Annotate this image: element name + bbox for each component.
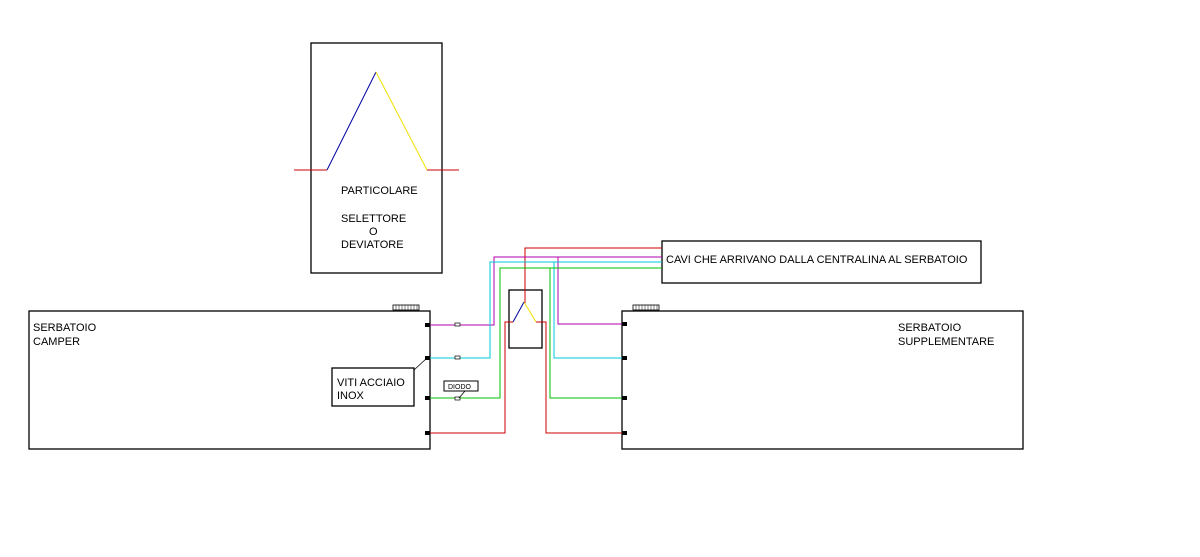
tank-right-line2: SUPPLEMENTARE bbox=[898, 336, 994, 348]
switch-yellow-arm bbox=[523, 301, 537, 323]
inline-connector-2 bbox=[454, 355, 461, 360]
inline-connector-1 bbox=[454, 322, 461, 327]
diode-leader bbox=[458, 390, 466, 399]
tank-left-connector-pins bbox=[395, 305, 418, 310]
detail-title: PARTICOLARE bbox=[341, 185, 418, 197]
wire-red-right bbox=[536, 321, 625, 434]
cables-label: CAVI CHE ARRIVANO DALLA CENTRALINA AL SE… bbox=[666, 254, 968, 266]
tank-right-line1: SERBATOIO bbox=[898, 322, 962, 334]
inline-connector-3 bbox=[454, 396, 461, 401]
tank-right-connector-pins bbox=[635, 305, 658, 310]
wire-red-left bbox=[427, 321, 513, 434]
wire-magenta-right bbox=[557, 257, 625, 325]
wire-magenta-left bbox=[427, 256, 662, 326]
detail-line3: DEVIATORE bbox=[341, 239, 404, 251]
detail-blue-arm bbox=[326, 71, 377, 171]
diode-label: DIODO bbox=[448, 384, 472, 391]
detail-line2: O bbox=[369, 226, 378, 238]
detail-box bbox=[310, 42, 443, 274]
wire-green-left bbox=[427, 267, 662, 399]
screws-label-box bbox=[331, 367, 415, 407]
tank-left bbox=[28, 310, 431, 450]
detail-yellow-arm bbox=[375, 71, 428, 171]
wire-green-right bbox=[549, 268, 625, 399]
wire-red-central bbox=[524, 247, 662, 303]
tank-right bbox=[621, 310, 1024, 450]
left-tank-terminals bbox=[425, 323, 430, 435]
tank-right-connector bbox=[632, 304, 660, 311]
tank-left-line1: SERBATOIO bbox=[33, 322, 97, 334]
wire-cyan-left bbox=[427, 261, 662, 359]
screws-line2: INOX bbox=[337, 390, 365, 402]
screws-line1: VITI ACCIAIO bbox=[337, 377, 405, 389]
tank-left-line2: CAMPER bbox=[33, 336, 80, 348]
detail-line1: SELETTORE bbox=[341, 213, 406, 225]
right-tank-terminals bbox=[622, 322, 627, 435]
screws-leader bbox=[413, 357, 428, 371]
wire-cyan-right bbox=[553, 262, 625, 359]
switch-blue-arm bbox=[512, 301, 525, 323]
tank-left-connector bbox=[392, 304, 420, 311]
diode-label-box bbox=[443, 380, 479, 392]
